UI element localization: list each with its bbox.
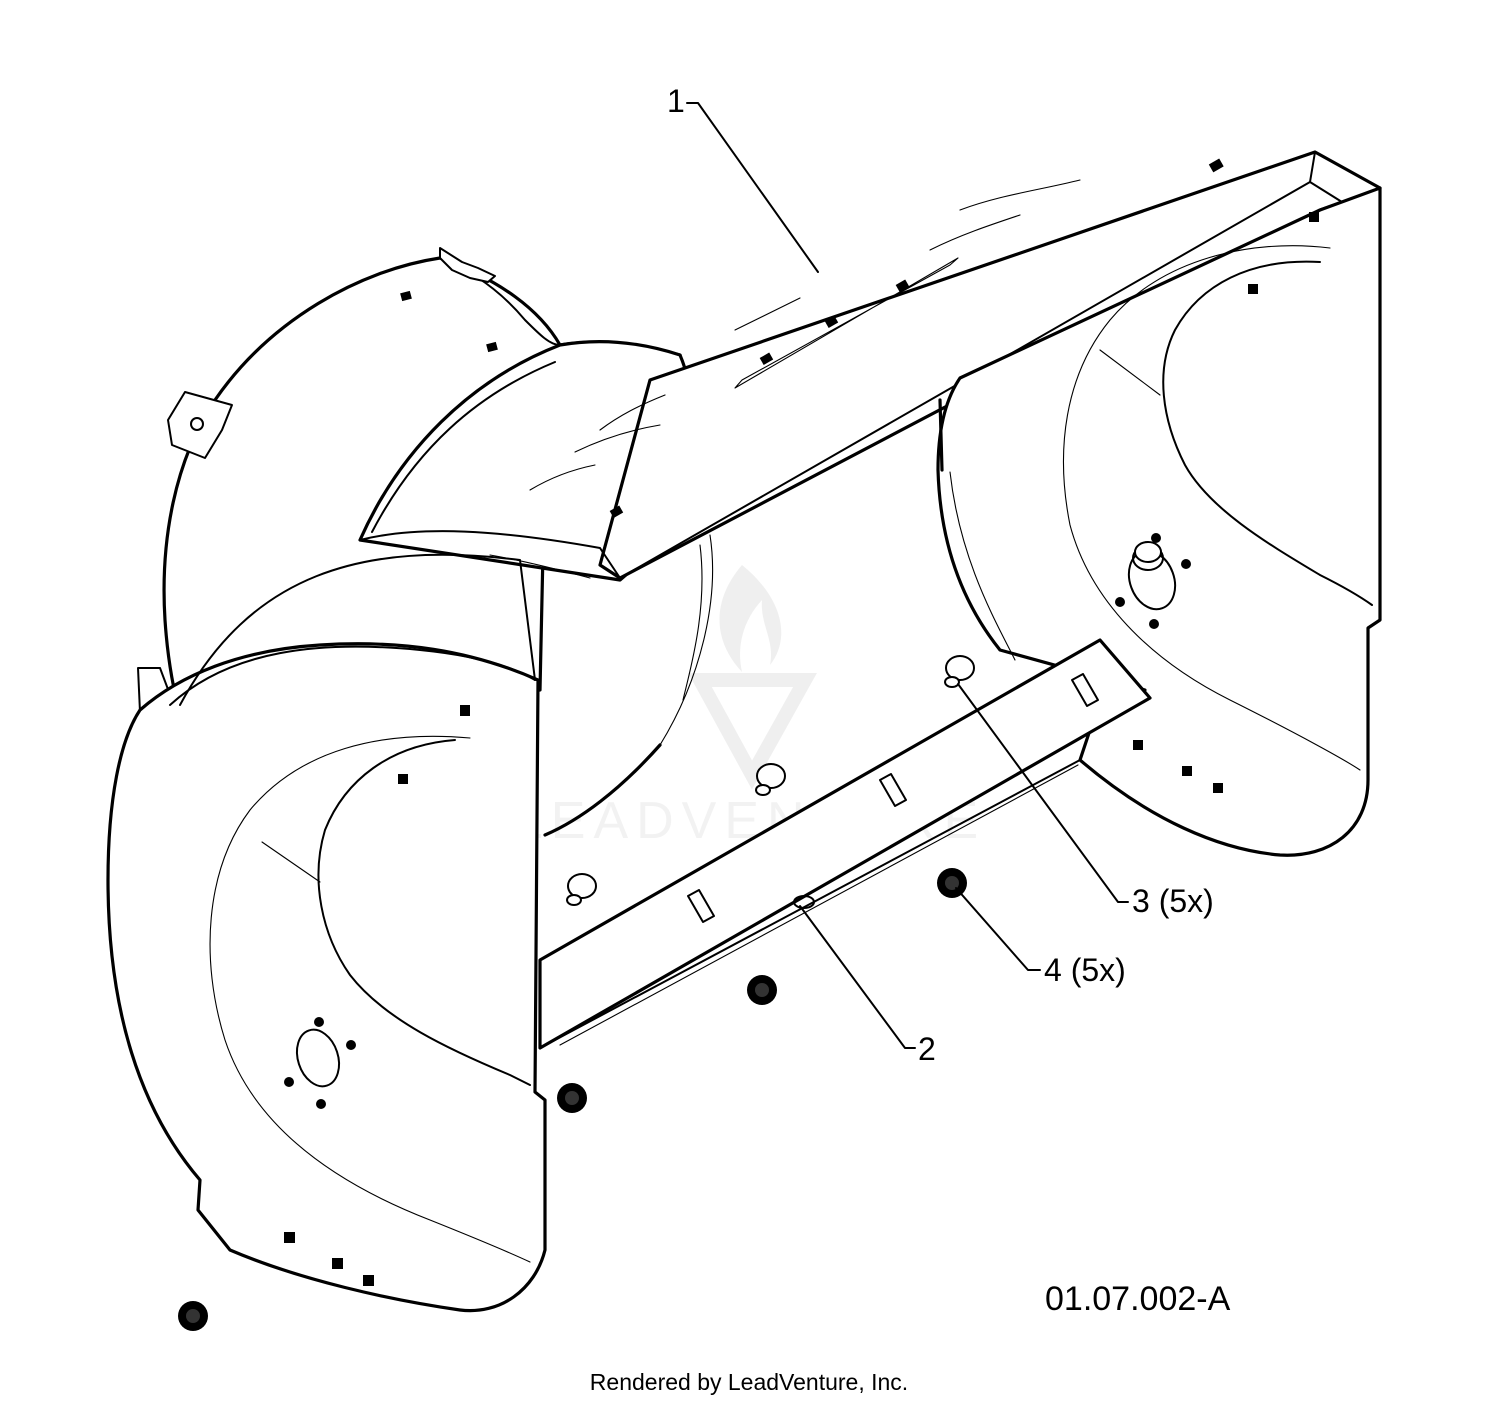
scraper-bar <box>538 638 1152 1050</box>
leader-line-2 <box>799 905 916 1049</box>
figure-id: 01.07.002-A <box>1045 1280 1231 1318</box>
flange-nut-icon <box>937 868 967 898</box>
left-side-plate <box>106 553 547 1313</box>
leader-line-4 <box>955 887 1041 971</box>
callout-2: 2 <box>918 1031 936 1067</box>
carriage-bolt-icon <box>755 763 786 796</box>
flange-nut-icon <box>747 975 777 1005</box>
leader-lines <box>686 102 1129 1049</box>
flange-nut-icon <box>557 1083 587 1113</box>
leader-line-1 <box>686 102 819 273</box>
leader-line-3 <box>957 683 1129 903</box>
render-credit: Rendered by LeadVenture, Inc. <box>590 1369 908 1395</box>
carriage-bolt-icon <box>944 655 975 688</box>
callout-4: 4 (5x) <box>1044 952 1126 988</box>
watermark-logo-icon <box>688 565 817 790</box>
callout-1: 1 <box>667 83 685 119</box>
carriage-bolt-icon <box>566 873 597 906</box>
flange-nut-icon <box>178 1301 208 1331</box>
callout-3: 3 (5x) <box>1132 883 1214 919</box>
